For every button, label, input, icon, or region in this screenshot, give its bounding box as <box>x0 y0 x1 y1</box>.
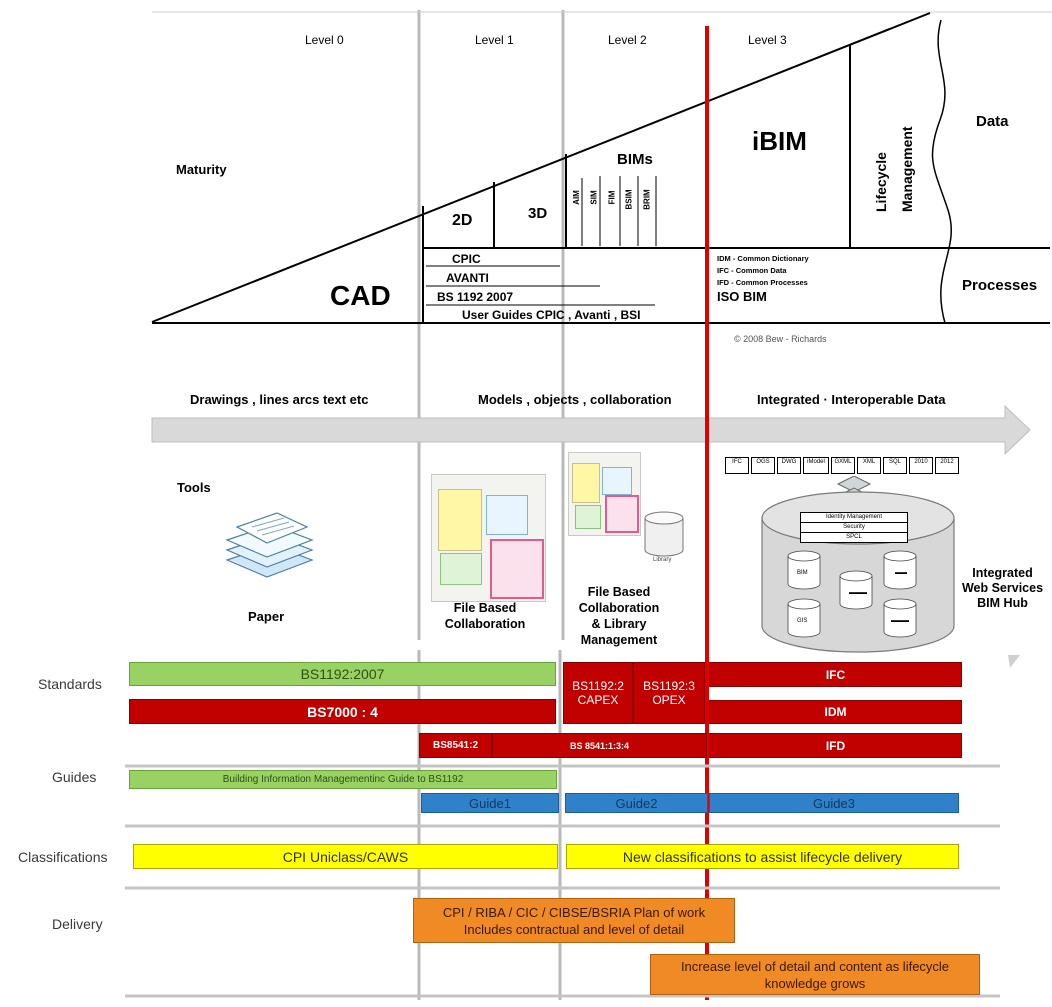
row-label-standards: Standards <box>38 676 102 692</box>
lifecycle-management-label: Lifecycle Management <box>868 126 920 212</box>
bar-bim-guide: Building Information Managementinc Guide… <box>129 770 557 789</box>
file-collab-thumbnail <box>431 474 546 602</box>
bar-bs7000-4: BS7000 : 4 <box>129 699 556 724</box>
bim-hub-cylinder <box>761 476 955 653</box>
row-label-classifications: Classifications <box>18 849 108 865</box>
level-3-header: Level 3 <box>748 33 787 47</box>
hub-format-sql: SQL <box>883 457 907 474</box>
l3-process-ifd: IFD - Common Processes <box>717 278 808 287</box>
processes-label: Processes <box>962 277 1038 294</box>
hub-db-bim: BIM <box>797 570 808 576</box>
tools-label: Tools <box>177 480 211 495</box>
hub-format-row: IFC OGS DWG iModel GXML XML SQL 2010 201… <box>725 457 973 474</box>
data-label: Data <box>976 113 1009 130</box>
row-label-delivery: Delivery <box>52 916 103 932</box>
hub-format-xml: XML <box>857 457 881 474</box>
iso-bim-label: ISO BIM <box>717 289 767 304</box>
file-library-line-4: Management <box>580 633 658 647</box>
lifecycle-line-2: Management <box>899 126 915 212</box>
row-label-guides: Guides <box>52 769 97 785</box>
copyright-text: © 2008 Bew - Richards <box>734 334 827 344</box>
paper-stack-icon <box>225 512 314 578</box>
hub-format-2012: 2012 <box>935 457 959 474</box>
bar-plan-of-work: CPI / RIBA / CIC / CIBSE/BSRIA Plan of w… <box>413 898 735 943</box>
bar-bs8541-2: BS8541:2 <box>419 733 492 758</box>
bim-type-aim: AIM <box>571 190 581 205</box>
file-library-thumbnail <box>568 452 641 536</box>
opex-line-2: OPEX <box>652 693 686 707</box>
bim-type-sim: SIM <box>589 190 599 205</box>
bar-bs1192-3-opex: BS1192:3 OPEX <box>633 662 705 724</box>
bar-bs1192-2-capex: BS1192:2 CAPEX <box>563 662 633 724</box>
hub-line-1: Integrated <box>972 566 1033 580</box>
increase-line-1: Increase level of detail and content as … <box>680 958 950 974</box>
bar-cpi-uniclass: CPI Uniclass/CAWS <box>133 844 558 869</box>
process-avanti: AVANTI <box>446 271 489 285</box>
hub-line-3: BIM Hub <box>977 596 1028 610</box>
hub-format-ogs: OGS <box>751 457 775 474</box>
library-label: Library <box>653 557 672 563</box>
capex-line-1: BS1192:2 <box>572 679 624 693</box>
hub-format-2010: 2010 <box>909 457 933 474</box>
level-0-header: Level 0 <box>305 33 344 47</box>
l3-process-ifc: IFC - Common Data <box>717 266 787 275</box>
hub-line-2: Web Services <box>961 581 1044 595</box>
hub-layer-spcl: SPCL <box>800 532 908 543</box>
bar-bs1192-2007: BS1192:2007 <box>129 662 556 686</box>
plan-of-work-line-2: Includes contractual and level of detail <box>463 921 685 937</box>
hub-format-dwg: DWG <box>777 457 801 474</box>
bim-type-bsim: BSIM <box>624 189 634 210</box>
file-based-library-label: File Based Collaboration & Library Manag… <box>566 584 672 648</box>
plan-of-work-line-1: CPI / RIBA / CIC / CIBSE/BSRIA Plan of w… <box>442 904 706 920</box>
bar-guide3: Guide3 <box>709 793 959 813</box>
process-bs1192: BS 1192 2007 <box>437 290 514 304</box>
bar-ifd: IFD <box>709 733 962 758</box>
increase-line-2: knowledge grows <box>764 975 866 991</box>
bar-increase-detail: Increase level of detail and content as … <box>650 954 980 995</box>
file-based-collab-label: File Based Collaboration <box>435 600 535 632</box>
hub-db-2: ▬▬▬ <box>849 590 867 596</box>
hub-format-gxml: GXML <box>831 457 855 474</box>
integrated-hub-label: Integrated Web Services BIM Hub <box>955 566 1050 611</box>
file-library-line-1: File Based <box>587 585 651 599</box>
3d-label: 3D <box>528 205 548 222</box>
bim-type-fim: FIM <box>607 190 617 205</box>
file-collab-line-2: Collaboration <box>444 617 526 631</box>
lifecycle-line-1: Lifecycle <box>873 152 889 212</box>
file-library-line-3: & Library <box>591 617 647 631</box>
maturity-label: Maturity <box>176 162 227 177</box>
bim-type-brim: BRIM <box>642 189 652 210</box>
ibim-label: iBIM <box>752 126 807 156</box>
bar-ifc: IFC <box>709 662 962 687</box>
bims-label: BIMs <box>617 151 653 168</box>
hub-db-5: ▬▬▬ <box>891 618 909 624</box>
process-user-guides: User Guides CPIC , Avanti , BSI <box>462 308 641 322</box>
arrow-text-level3: Integrated · Interoperable Data <box>757 392 946 407</box>
arrow-text-level0: Drawings , lines arcs text etc <box>190 392 369 407</box>
capex-line-2: CAPEX <box>577 693 619 707</box>
paper-label: Paper <box>248 609 285 624</box>
bar-new-classifications: New classifications to assist lifecycle … <box>566 844 959 869</box>
hub-db-3: ▬▬ <box>895 570 907 576</box>
cad-label: CAD <box>330 280 391 311</box>
hub-format-imodel: iModel <box>803 457 829 474</box>
bar-guide1: Guide1 <box>421 793 559 813</box>
level-2-header: Level 2 <box>608 33 647 47</box>
file-collab-line-1: File Based <box>453 601 517 615</box>
opex-line-1: BS1192:3 <box>643 679 695 693</box>
library-cylinder-icon <box>644 511 684 557</box>
file-library-line-2: Collaboration <box>578 601 660 615</box>
hub-format-ifc: IFC <box>725 457 749 474</box>
process-cpic: CPIC <box>452 252 481 266</box>
level-1-header: Level 1 <box>475 33 514 47</box>
bar-bs8541-1-3-4: BS 8541:1:3:4 <box>492 733 707 758</box>
bar-idm: IDM <box>709 700 962 724</box>
hub-db-gis: GIS <box>797 618 808 624</box>
2d-label: 2D <box>452 212 473 229</box>
arrow-text-level12: Models , objects , collaboration <box>478 392 672 407</box>
bar-guide2: Guide2 <box>565 793 708 813</box>
l3-process-idm: IDM - Common Dictionary <box>717 254 809 263</box>
